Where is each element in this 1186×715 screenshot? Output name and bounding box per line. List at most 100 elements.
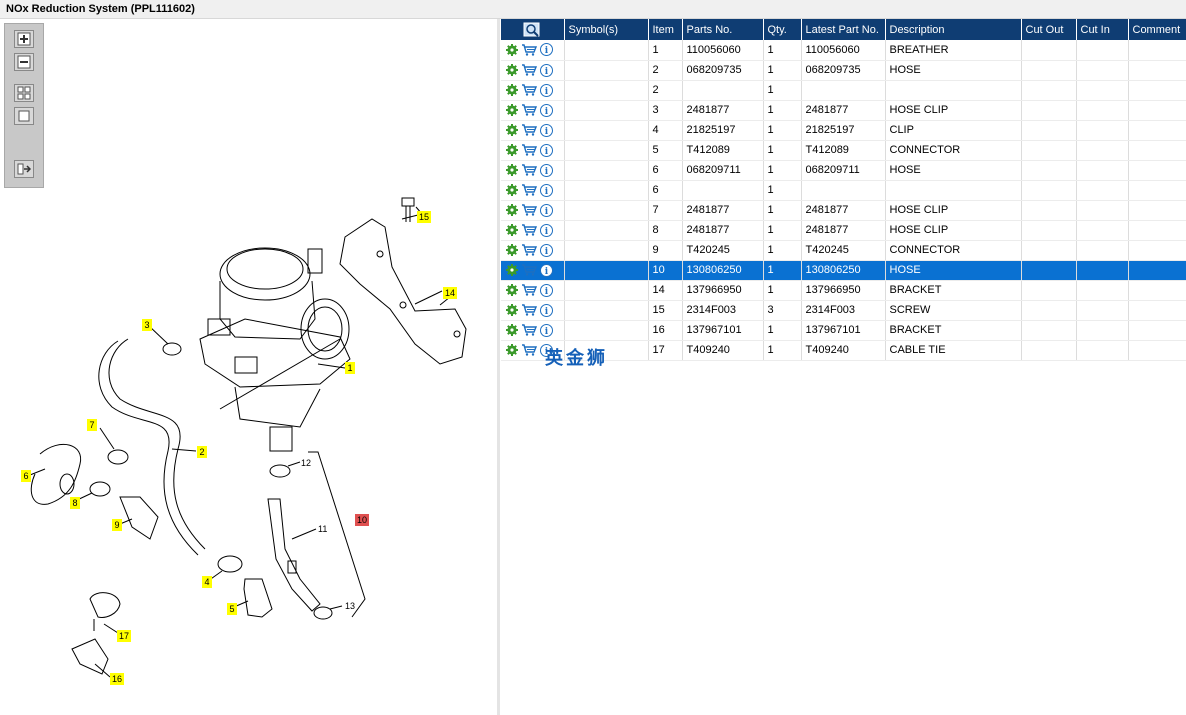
pane-splitter[interactable] xyxy=(497,19,500,715)
gear-icon[interactable] xyxy=(506,164,518,176)
callout-5[interactable]: 5 xyxy=(227,603,237,615)
info-icon[interactable]: i xyxy=(540,83,553,97)
description-cell: CONNECTOR xyxy=(885,240,1022,261)
info-icon[interactable]: i xyxy=(540,283,553,297)
info-icon[interactable]: i xyxy=(540,63,553,77)
gear-icon[interactable] xyxy=(506,344,518,356)
cart-icon[interactable] xyxy=(521,284,537,296)
info-icon[interactable]: i xyxy=(540,203,553,217)
callout-6[interactable]: 6 xyxy=(21,470,31,482)
cart-icon[interactable] xyxy=(521,184,537,196)
cut-out-cell xyxy=(1021,120,1077,141)
info-icon[interactable]: i xyxy=(540,143,553,157)
callout-8[interactable]: 8 xyxy=(70,497,80,509)
column-header-qty[interactable]: Qty. xyxy=(763,19,802,40)
callout-9[interactable]: 9 xyxy=(112,519,122,531)
callout-7[interactable]: 7 xyxy=(87,419,97,431)
callout-15[interactable]: 15 xyxy=(417,211,432,223)
gear-icon[interactable] xyxy=(506,43,518,56)
column-header-cut-in[interactable]: Cut In xyxy=(1076,19,1129,40)
cart-icon[interactable] xyxy=(521,344,537,356)
fit-page-button[interactable] xyxy=(14,107,34,125)
symbols-cell xyxy=(564,340,649,361)
cart-icon[interactable] xyxy=(521,44,537,56)
info-icon[interactable]: i xyxy=(540,323,553,337)
cart-icon[interactable] xyxy=(521,204,537,216)
callout-2[interactable]: 2 xyxy=(197,446,207,458)
column-header-search[interactable] xyxy=(501,19,565,40)
callout-14[interactable]: 14 xyxy=(443,287,458,299)
cart-icon[interactable] xyxy=(521,324,537,336)
gear-icon[interactable] xyxy=(506,84,518,96)
qty-cell: 1 xyxy=(763,260,802,281)
diagram-pane[interactable]: 15 14 3 1 7 2 6 8 9 10 4 5 17 16 12 11 1… xyxy=(0,19,497,715)
info-icon[interactable]: i xyxy=(540,263,553,277)
cart-icon[interactable] xyxy=(521,104,537,116)
gear-icon[interactable] xyxy=(506,324,518,336)
zoom-in-button[interactable] xyxy=(14,30,34,48)
info-icon[interactable]: i xyxy=(540,243,553,257)
callout-10[interactable]: 10 xyxy=(355,514,370,526)
info-icon[interactable]: i xyxy=(540,103,553,117)
cart-icon[interactable] xyxy=(521,164,537,176)
fit-all-button[interactable] xyxy=(14,84,34,102)
column-header-comment[interactable]: Comment xyxy=(1128,19,1186,40)
gear-icon[interactable] xyxy=(506,64,518,76)
gear-icon[interactable] xyxy=(506,264,518,276)
cart-icon[interactable] xyxy=(521,84,537,96)
cart-icon[interactable] xyxy=(521,264,537,276)
item-cell: 1 xyxy=(648,40,683,61)
column-header-cut-out[interactable]: Cut Out xyxy=(1021,19,1077,40)
info-icon[interactable]: i xyxy=(540,43,553,57)
column-header-parts-no[interactable]: Parts No. xyxy=(682,19,764,40)
info-icon[interactable]: i xyxy=(540,183,553,197)
column-header-description[interactable]: Description xyxy=(885,19,1022,40)
callout-16[interactable]: 16 xyxy=(110,673,125,685)
gear-icon[interactable] xyxy=(506,244,518,256)
gear-icon[interactable] xyxy=(506,224,518,236)
info-icon[interactable]: i xyxy=(540,303,553,317)
column-header-item[interactable]: Item xyxy=(648,19,683,40)
cart-icon[interactable] xyxy=(521,304,537,316)
gear-icon[interactable] xyxy=(506,144,518,156)
callout-3[interactable]: 3 xyxy=(142,319,152,331)
column-header-symbols[interactable]: Symbol(s) xyxy=(564,19,649,40)
gear-icon[interactable] xyxy=(506,204,518,216)
zoom-out-button[interactable] xyxy=(14,53,34,71)
info-icon[interactable]: i xyxy=(540,343,553,357)
cart-icon[interactable] xyxy=(521,144,537,156)
cart-icon[interactable] xyxy=(521,224,537,236)
cart-icon[interactable] xyxy=(521,244,537,256)
gear-icon[interactable] xyxy=(506,184,518,196)
gear-icon[interactable] xyxy=(506,304,518,316)
gear-icon[interactable] xyxy=(506,104,518,116)
info-icon[interactable]: i xyxy=(540,123,553,137)
gear-icon[interactable] xyxy=(506,284,518,296)
info-icon[interactable]: i xyxy=(540,223,553,237)
callout-4[interactable]: 4 xyxy=(202,576,212,588)
callout-17[interactable]: 17 xyxy=(117,630,132,642)
column-header-latest-part-no[interactable]: Latest Part No. xyxy=(801,19,886,40)
cart-icon[interactable] xyxy=(521,124,537,136)
export-button[interactable] xyxy=(14,160,34,178)
info-icon[interactable]: i xyxy=(540,163,553,177)
gear-icon[interactable] xyxy=(506,124,518,136)
callout-1[interactable]: 1 xyxy=(345,362,355,374)
cart-icon[interactable] xyxy=(521,64,537,76)
